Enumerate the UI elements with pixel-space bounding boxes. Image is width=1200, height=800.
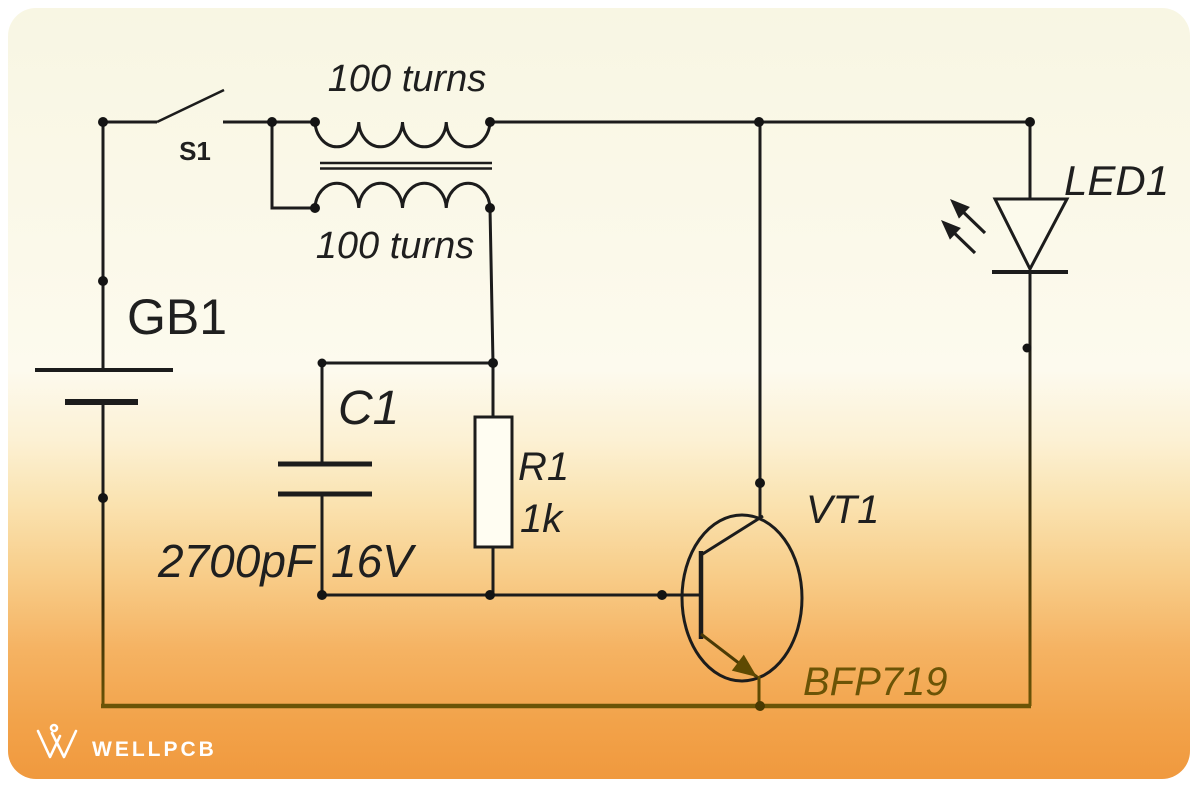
transformer-core <box>320 161 492 170</box>
transistor-collector-lead <box>700 514 764 557</box>
resistor-label: R1 <box>518 445 569 489</box>
footer-brand: WELLPCB <box>36 723 217 761</box>
brand-name: WELLPCB <box>92 738 217 761</box>
transistor-circle <box>680 513 804 683</box>
led-emission-arrows-icon <box>941 199 987 255</box>
emitter-arrow-icon <box>731 654 757 677</box>
resistor-body <box>473 415 514 549</box>
capacitor-value-label: 2700pF <box>157 535 317 587</box>
switch-label: S1 <box>179 136 211 166</box>
battery-label: GB1 <box>127 289 227 345</box>
junction-dots <box>98 117 1035 711</box>
resistor-value-label: 1k <box>520 497 564 541</box>
wire-network <box>101 120 1032 706</box>
wire-secondary-feed <box>270 122 315 210</box>
primary-winding <box>313 121 492 149</box>
led-symbol <box>941 197 1070 274</box>
secondary-turns-label: 100 turns <box>316 225 474 267</box>
switch-lever <box>156 88 225 124</box>
battery-symbol <box>35 368 173 405</box>
gradient-card-background <box>8 8 1190 779</box>
switch-symbol <box>156 88 225 124</box>
capacitor-label: C1 <box>338 382 399 435</box>
secondary-winding <box>313 181 492 209</box>
wellpcb-w-icon <box>36 723 78 759</box>
transistor-symbol <box>680 513 804 706</box>
primary-turns-label: 100 turns <box>328 58 486 100</box>
led-triangle <box>992 197 1070 273</box>
transistor-part-label: BFP719 <box>803 660 948 704</box>
led-label: LED1 <box>1064 157 1169 204</box>
transformer-symbol <box>313 121 492 209</box>
capacitor-voltage-label: 16V <box>331 535 417 587</box>
transistor-label: VT1 <box>806 488 879 532</box>
capacitor-symbol <box>278 461 372 497</box>
